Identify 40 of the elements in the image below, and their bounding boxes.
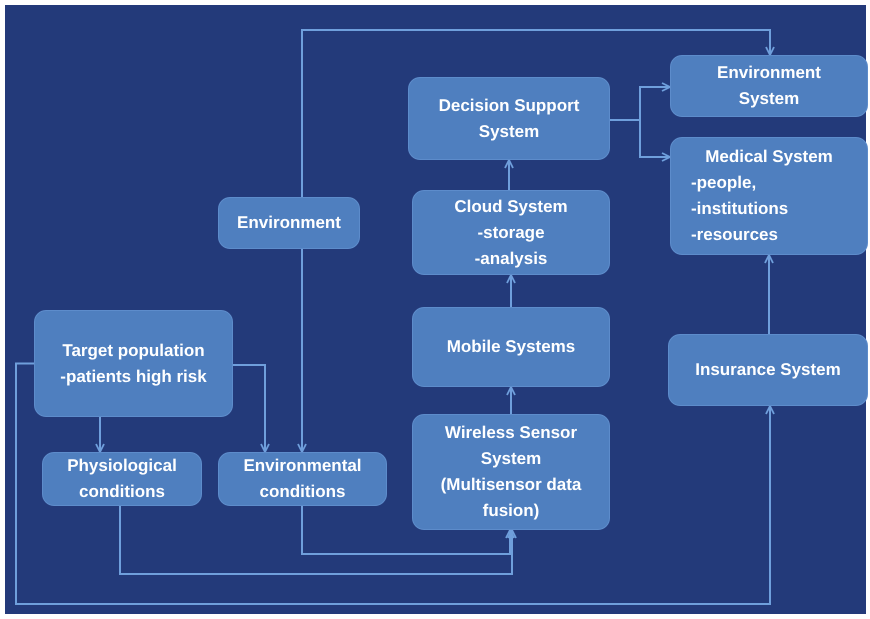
process-box <box>218 452 387 506</box>
process-box <box>412 307 610 387</box>
process-box <box>34 310 233 417</box>
box-title: Wireless Sensor System (Multisensor data fusion) <box>440 422 582 522</box>
process-box <box>218 197 360 249</box>
connector-arrow <box>15 362 775 605</box>
box-text: -storage <box>476 222 546 244</box>
box-title: Decision Support System <box>438 94 580 142</box>
connector-arrow <box>233 364 270 453</box>
process-box <box>670 55 868 117</box>
connector-arrow <box>610 119 671 162</box>
connector-arrow <box>506 386 516 414</box>
box-text: -people, <box>690 172 758 194</box>
process-box <box>42 452 202 506</box>
box-title: Mobile Systems <box>446 336 576 358</box>
connector-arrow <box>301 29 775 197</box>
connector-arrow <box>764 254 774 334</box>
box-title: Target population <box>61 340 206 362</box>
box-title: Medical System <box>704 146 834 168</box>
box-text: -patients high risk <box>59 366 208 388</box>
box-title: Environmental conditions <box>242 455 363 503</box>
box-title: Environment System <box>716 62 822 110</box>
connector-arrow <box>504 159 514 190</box>
box-title: Cloud System <box>453 196 569 218</box>
process-box <box>412 190 610 275</box>
box-text: -analysis <box>474 248 548 270</box>
connector-arrow <box>506 274 516 307</box>
process-box <box>670 137 868 255</box>
box-text: -resources <box>690 224 779 246</box>
box-title: Physiological conditions <box>66 455 178 503</box>
connector-arrow <box>297 249 307 453</box>
box-title: Environment <box>236 212 342 234</box>
box-title: Insurance System <box>694 359 842 381</box>
connector-arrow <box>95 417 105 453</box>
process-box <box>408 77 610 160</box>
connector-arrow <box>301 506 515 555</box>
process-box <box>668 334 868 406</box>
process-box <box>412 414 610 530</box>
box-text: -institutions <box>690 198 790 220</box>
connector-arrow <box>119 506 517 575</box>
